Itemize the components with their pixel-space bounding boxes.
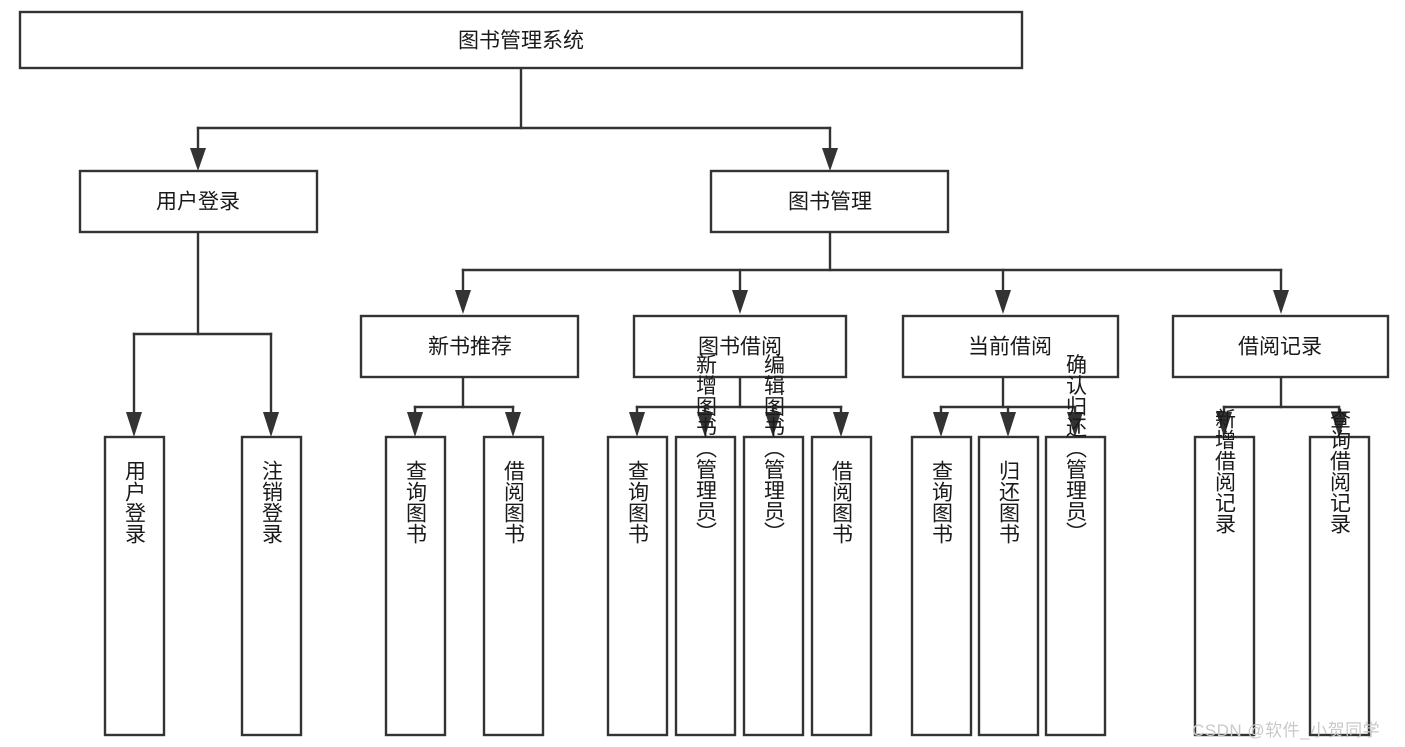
connector-group-new-book-leaves bbox=[407, 375, 521, 437]
leaf-node-edit-book-admin[interactable]: 编辑图书（管理员） bbox=[742, 354, 805, 737]
connector-group-user-login-leaves bbox=[126, 230, 279, 437]
arrow-icon-leaf-logout bbox=[263, 412, 279, 437]
arrow-icon-borrow-record bbox=[1273, 290, 1289, 314]
arrow-icon-current-borrow bbox=[995, 290, 1011, 314]
node-label: 用户登录 bbox=[156, 191, 240, 214]
arrow-icon-leaf-add-record bbox=[1216, 412, 1232, 437]
node-box bbox=[606, 435, 669, 737]
arrow-icon-leaf-query-book-b bbox=[629, 412, 645, 437]
leaf-node-query-book-borrow[interactable]: 查询图书 bbox=[606, 435, 669, 737]
node-label: 借阅图书 bbox=[830, 460, 854, 544]
node-label: 注销登录 bbox=[260, 460, 284, 544]
node-label: 查询借阅记录 bbox=[1328, 408, 1352, 534]
node-box bbox=[901, 314, 1120, 379]
node-user-login[interactable]: 用户登录 bbox=[78, 169, 319, 234]
node-box bbox=[18, 10, 1024, 70]
arrow-icon-leaf-user-login bbox=[126, 412, 142, 437]
node-label: 新增图书（管理员） bbox=[694, 354, 718, 543]
node-label: 归还图书 bbox=[997, 460, 1021, 544]
node-box bbox=[1044, 435, 1107, 737]
arrow-icon-leaf-query-record bbox=[1331, 412, 1347, 437]
node-label: 当前借阅 bbox=[968, 336, 1052, 359]
node-label: 用户登录 bbox=[123, 460, 147, 544]
node-box bbox=[78, 169, 319, 234]
leaf-node-user-login[interactable]: 用户登录 bbox=[103, 435, 166, 737]
arrow-icon-book-borrow bbox=[732, 290, 748, 314]
leaf-node-query-book-current[interactable]: 查询图书 bbox=[910, 435, 973, 737]
node-box bbox=[1193, 435, 1256, 737]
node-box bbox=[709, 169, 950, 234]
arrow-icon-leaf-borrow-book-a bbox=[505, 412, 521, 437]
node-book-borrow[interactable]: 图书借阅 bbox=[632, 314, 848, 379]
leaf-node-query-borrow-record[interactable]: 查询借阅记录 bbox=[1308, 408, 1371, 737]
connector-group-root-to-level2 bbox=[190, 66, 838, 171]
leaf-node-confirm-return-admin[interactable]: 确认归还（管理员） bbox=[1044, 354, 1107, 737]
connector-group-book-mgmt-to-level3 bbox=[455, 230, 1289, 314]
arrow-icon-leaf-return-book bbox=[1000, 412, 1016, 437]
watermark-text: CSDN @软件_小贺同学 bbox=[1192, 721, 1381, 740]
node-label: 借阅图书 bbox=[502, 460, 526, 544]
connector-group-book-borrow-leaves bbox=[629, 375, 849, 437]
leaf-node-add-book-admin[interactable]: 新增图书（管理员） bbox=[674, 354, 737, 737]
node-label: 编辑图书（管理员） bbox=[762, 354, 786, 543]
node-box bbox=[1308, 435, 1371, 737]
arrow-icon-leaf-borrow-book-b bbox=[833, 412, 849, 437]
node-label: 确认归还（管理员） bbox=[1064, 354, 1088, 543]
node-current-borrow[interactable]: 当前借阅 bbox=[901, 314, 1120, 379]
leaf-node-borrow-book[interactable]: 借阅图书 bbox=[810, 435, 873, 737]
node-label: 新书推荐 bbox=[428, 336, 512, 359]
arrow-icon-leaf-edit-book bbox=[765, 412, 781, 437]
node-box bbox=[240, 435, 303, 737]
connector-group-current-borrow-leaves bbox=[933, 375, 1083, 437]
node-box bbox=[674, 435, 737, 737]
node-box bbox=[977, 435, 1040, 737]
arrow-icon-new-book bbox=[455, 290, 471, 314]
leaf-node-add-borrow-record[interactable]: 新增借阅记录 bbox=[1193, 408, 1256, 737]
leaf-node-query-book-recommend[interactable]: 查询图书 bbox=[384, 435, 447, 737]
leaf-node-logout[interactable]: 注销登录 bbox=[240, 435, 303, 737]
node-box bbox=[359, 314, 580, 379]
node-borrow-record[interactable]: 借阅记录 bbox=[1171, 314, 1390, 379]
node-box bbox=[742, 435, 805, 737]
arrow-icon-root-user-login bbox=[190, 148, 206, 171]
node-book-management[interactable]: 图书管理 bbox=[709, 169, 950, 234]
node-label: 查询图书 bbox=[930, 460, 954, 544]
node-label: 图书借阅 bbox=[698, 336, 782, 359]
connector-group-borrow-record-leaves bbox=[1216, 375, 1347, 437]
leaf-node-borrow-book-recommend[interactable]: 借阅图书 bbox=[482, 435, 545, 737]
node-label: 借阅记录 bbox=[1238, 336, 1322, 359]
node-label: 新增借阅记录 bbox=[1213, 408, 1237, 534]
arrow-icon-leaf-add-book bbox=[697, 412, 713, 437]
node-label: 图书管理 bbox=[788, 191, 872, 214]
node-box bbox=[632, 314, 848, 379]
node-box bbox=[910, 435, 973, 737]
node-box bbox=[1171, 314, 1390, 379]
node-new-book-recommend[interactable]: 新书推荐 bbox=[359, 314, 580, 379]
node-root-book-management-system[interactable]: 图书管理系统 bbox=[18, 10, 1024, 70]
node-label: 查询图书 bbox=[404, 460, 428, 544]
node-label: 查询图书 bbox=[626, 460, 650, 544]
arrow-icon-root-book-mgmt bbox=[822, 148, 838, 171]
arrow-icon-leaf-query-book-c bbox=[933, 412, 949, 437]
node-label: 图书管理系统 bbox=[458, 30, 584, 53]
arrow-icon-leaf-confirm-return bbox=[1067, 412, 1083, 437]
node-box bbox=[384, 435, 447, 737]
node-box bbox=[482, 435, 545, 737]
node-box bbox=[810, 435, 873, 737]
arrow-icon-leaf-query-book-a bbox=[407, 412, 423, 437]
leaf-node-return-book[interactable]: 归还图书 bbox=[977, 435, 1040, 737]
node-box bbox=[103, 435, 166, 737]
